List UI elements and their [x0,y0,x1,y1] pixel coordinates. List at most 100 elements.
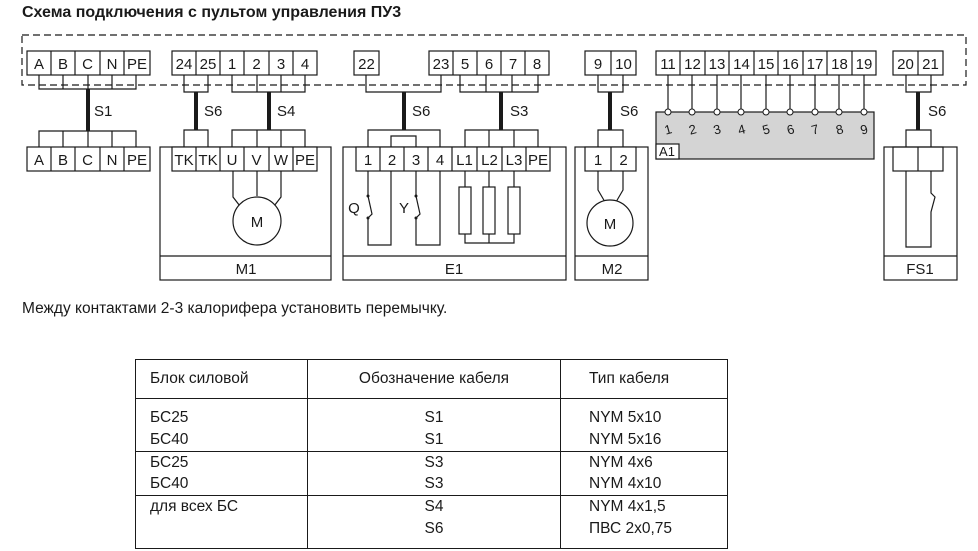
a1-terminal-label: 5 [761,121,772,137]
cell-cable: S3 [307,473,561,496]
panel-terminal-label: 16 [782,56,799,73]
e1-terminal-label: 1 [364,152,372,169]
cable-table: Блок силовой Обозначение кабеля Тип кабе… [135,359,728,549]
table-row: БС40 S1 NYM 5x16 [135,428,728,452]
a1-tag-box [655,143,680,160]
m1-label: M1 [236,261,257,278]
a1-terminal-label: 8 [834,121,845,137]
cell-power-block: БС25 [135,450,308,474]
cell-cable-type: NYM 5x10 [560,407,728,429]
cell-cable-type: NYM 4x1,5 [560,495,728,519]
power-terminal-label: B [58,152,68,169]
e1-terminal-label: L3 [506,152,523,169]
cell-power-block: БС25 [135,407,308,429]
diagram-title: Схема подключения с пультом управления П… [22,4,402,21]
a1-terminal-label: 4 [736,121,747,137]
panel-terminal-label: 12 [684,56,701,73]
s6-e1-cable-label: S6 [412,103,430,120]
panel-terminal-label: 4 [301,56,309,73]
cell-cable: S3 [307,450,561,474]
panel-terminal-label: 21 [922,56,939,73]
e1-terminal-label: L1 [456,152,473,169]
panel-terminal-label: 13 [709,56,726,73]
cable-table-header: Блок силовой Обозначение кабеля Тип кабе… [135,359,728,399]
panel-terminal-label: 23 [433,56,450,73]
fs1-label: FS1 [906,261,934,278]
e1-terminal-strip [355,146,551,172]
panel-terminal-label: 17 [807,56,824,73]
panel-terminal-label: PE [127,56,147,73]
s6-m1-cable-label: S6 [204,103,222,120]
panel-terminal-label: 7 [509,56,517,73]
power-terminal-label: PE [127,152,147,169]
cell-cable-type: ПВС 2х0,75 [560,518,728,540]
panel-terminal-label: 3 [277,56,285,73]
panel-terminal-label: 14 [733,56,750,73]
power-block-terminal-strip [26,146,151,172]
header-cable-type: Тип кабеля [560,359,728,399]
panel-terminal-label: 19 [856,56,873,73]
m2-label: M2 [602,261,623,278]
switch-y-label: Y [399,200,409,217]
m2-motor-symbol [586,199,634,247]
cell-cable-type: NYM 4x10 [560,473,728,496]
switch-contacts [366,194,418,220]
control-panel-frame [21,34,967,86]
m1-terminal-label: TK [174,152,193,169]
panel-terminal-label: 6 [485,56,493,73]
panel-terminal-label: 15 [758,56,775,73]
cell-power-block [135,518,308,540]
e1-terminal-label: 4 [436,152,444,169]
panel-terminal-label: 1 [228,56,236,73]
a1-terminal-label: 1 [663,121,674,137]
a1-terminal-label: 7 [810,121,821,137]
switch-q-label: Q [348,200,360,217]
m2-terminal-label: 2 [619,152,627,169]
cell-cable: S1 [307,407,561,429]
table-row: S6 ПВС 2х0,75 [135,518,728,540]
a1-terminal-label: 6 [785,121,796,137]
table-row: для всех БС S4 NYM 4x1,5 [135,495,728,519]
panel-terminal-label: 24 [176,56,193,73]
panel-terminal-label: C [82,56,93,73]
panel-terminal-label: 22 [358,56,375,73]
table-row: БС25 S1 NYM 5x10 [135,407,728,429]
s6-fs1-cable-label: S6 [928,103,946,120]
panel-terminal-label: B [58,56,68,73]
e1-terminal-label: 3 [412,152,420,169]
cell-cable: S6 [307,518,561,540]
m2-motor-letter: M [604,216,617,233]
a1-label: A1 [659,144,675,159]
panel-terminal-label: 8 [533,56,541,73]
panel-terminal-label: 2 [252,56,260,73]
panel-terminal-label: 25 [200,56,217,73]
power-terminal-label: C [82,152,93,169]
e1-terminal-label: L2 [481,152,498,169]
panel-terminal-label: A [34,56,44,73]
s6-m2-cable-label: S6 [620,103,638,120]
cell-cable-type: NYM 5x16 [560,428,728,452]
e1-terminal-label: PE [528,152,548,169]
panel-terminal-label: 11 [660,56,676,73]
header-power-block: Блок силовой [135,359,308,399]
m2-terminal-label: 1 [594,152,602,169]
cell-power-block: БС40 [135,473,308,496]
table-row: БС25 S3 NYM 4x6 [135,450,728,474]
cell-cable: S4 [307,495,561,519]
s3-cable-label: S3 [510,103,528,120]
m1-motor-letter: M [251,214,264,231]
cell-cable: S1 [307,428,561,452]
table-row: БС40 S3 NYM 4x10 [135,473,728,496]
panel-terminal-label: 20 [897,56,914,73]
panel-terminal-label: N [107,56,118,73]
s1-cable-label: S1 [94,103,112,120]
e1-label: E1 [445,261,463,278]
jumper-note: Между контактами 2-3 калорифера установи… [22,300,448,317]
power-terminal-label: A [34,152,44,169]
